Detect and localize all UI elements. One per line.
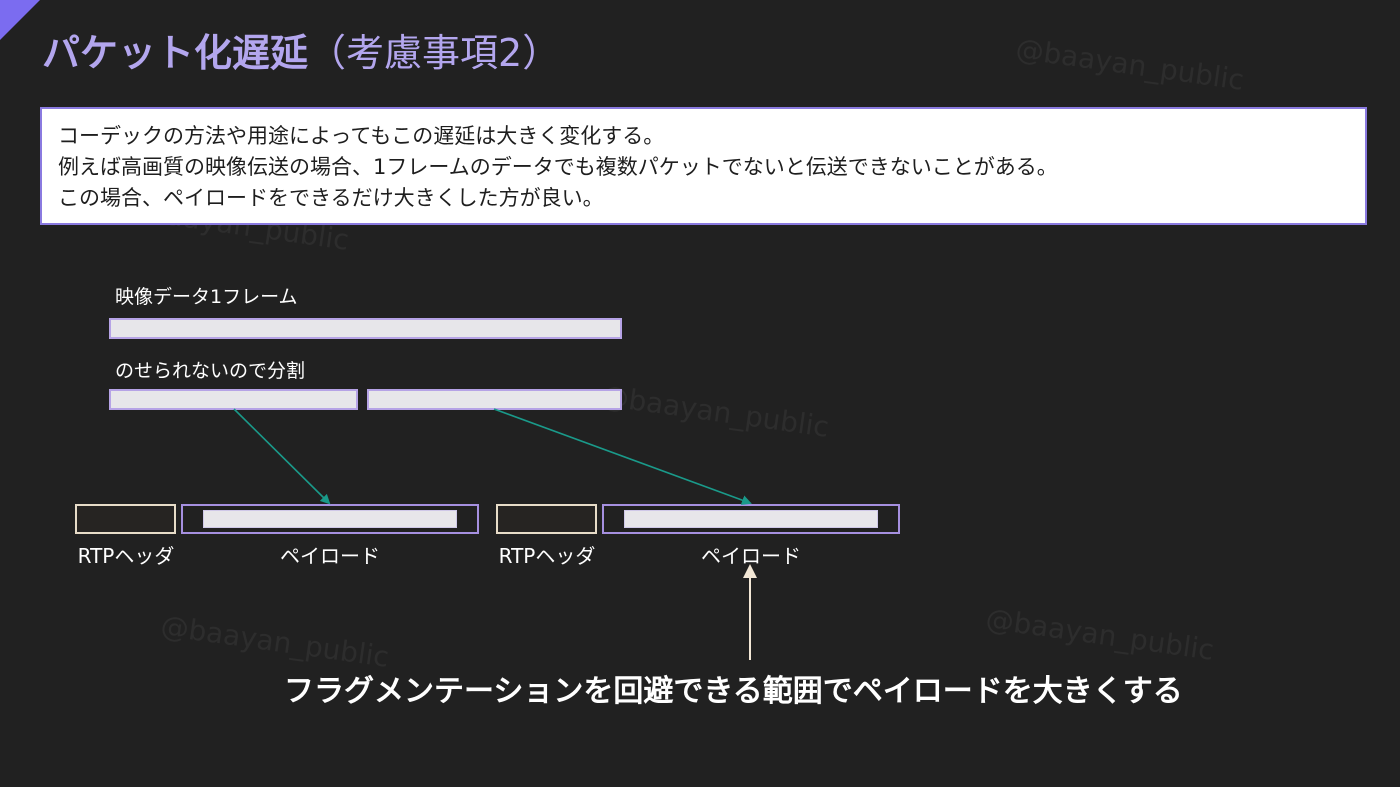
payload-data-1 — [203, 510, 457, 528]
frame-bar — [109, 318, 622, 339]
split-bar-2 — [367, 389, 622, 410]
watermark: @baayan_public — [1013, 32, 1246, 97]
title-main: パケット化遅延 — [42, 31, 309, 75]
conclusion-text: フラグメンテーションを回避できる範囲でペイロードを大きくする — [284, 674, 1183, 709]
description-line: 例えば高画質の映像伝送の場合、1フレームのデータでも複数パケットでないと伝送でき… — [58, 155, 1058, 179]
payload-data-2 — [624, 510, 878, 528]
payload-box-1 — [181, 504, 479, 534]
rtp-header-label-1: RTPヘッダ — [77, 544, 175, 568]
watermark: @baayan_public — [598, 379, 831, 444]
description-box: コーデックの方法や用途によってもこの遅延は大きく変化する。 例えば高画質の映像伝… — [40, 107, 1367, 225]
page-title: パケット化遅延（考慮事項2） — [42, 22, 560, 77]
payload-box-2 — [602, 504, 900, 534]
description-line: コーデックの方法や用途によってもこの遅延は大きく変化する。 — [58, 124, 665, 148]
watermark: @baayan_public — [983, 602, 1216, 667]
rtp-header-box-1 — [75, 504, 176, 534]
title-sub: （考慮事項2） — [308, 31, 561, 75]
payload-label-2: ペイロード — [701, 544, 801, 568]
payload-label-1: ペイロード — [280, 544, 380, 568]
corner-accent — [0, 0, 40, 40]
split-bar-1 — [109, 389, 358, 410]
frame-label: 映像データ1フレーム — [115, 286, 298, 308]
arrow-split-2-to-payload-2 — [493, 408, 752, 505]
arrow-split-1-to-payload-1 — [233, 408, 331, 505]
rtp-header-label-2: RTPヘッダ — [498, 544, 596, 568]
watermark: @baayan_public — [158, 609, 391, 674]
split-label: のせられないので分割 — [115, 360, 306, 382]
rtp-header-box-2 — [496, 504, 597, 534]
description-line: この場合、ペイロードをできるだけ大きくした方が良い。 — [58, 186, 604, 210]
